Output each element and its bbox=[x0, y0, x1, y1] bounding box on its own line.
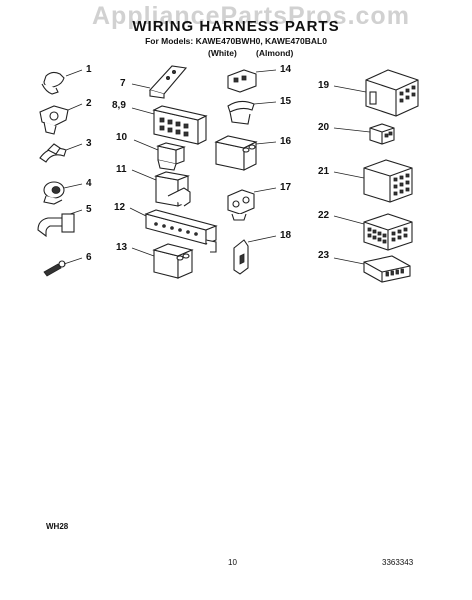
watermark: AppliancePartsPros.com bbox=[92, 2, 410, 30]
part-12-housing bbox=[129, 207, 218, 253]
callout-14: 14 bbox=[280, 64, 292, 75]
callout-22: 22 bbox=[318, 210, 330, 221]
part-13-plug bbox=[131, 243, 194, 279]
callout-16: 16 bbox=[280, 136, 292, 147]
part-4-grommet bbox=[43, 181, 83, 205]
part-16-plug bbox=[214, 135, 277, 171]
part-5-bracket bbox=[37, 209, 83, 238]
callout-3: 3 bbox=[86, 138, 92, 149]
color-almond-label: (Almond) bbox=[256, 48, 294, 58]
callout-10: 10 bbox=[116, 132, 128, 143]
document-number: 3363343 bbox=[382, 558, 414, 567]
part-21-connector-block bbox=[333, 159, 413, 203]
callout-8-9: 8,9 bbox=[112, 100, 126, 111]
page-number: 10 bbox=[228, 558, 237, 567]
callout-4: 4 bbox=[86, 178, 92, 189]
part-11-terminal-block bbox=[131, 169, 191, 207]
callout-23: 23 bbox=[318, 250, 330, 261]
callout-18: 18 bbox=[280, 230, 292, 241]
part-8-9-connector bbox=[131, 105, 208, 145]
callout-6: 6 bbox=[86, 252, 92, 263]
part-6-screw bbox=[43, 257, 83, 277]
callout-11: 11 bbox=[116, 164, 127, 175]
part-20-connector-small bbox=[333, 123, 395, 145]
part-18-bracket bbox=[233, 235, 277, 275]
part-14-connector bbox=[227, 69, 277, 93]
callout-2: 2 bbox=[86, 98, 92, 109]
callout-19: 19 bbox=[318, 80, 330, 91]
part-22-connector-grid bbox=[333, 213, 413, 251]
callout-15: 15 bbox=[280, 96, 292, 107]
callout-13: 13 bbox=[116, 242, 128, 253]
callout-21: 21 bbox=[318, 166, 330, 177]
model-list: For Models: KAWE470BWH0, KAWE470BAL0 bbox=[145, 36, 327, 46]
footer-code: WH28 bbox=[46, 522, 69, 531]
part-23-connector-strip bbox=[333, 255, 411, 283]
part-2-clamp bbox=[39, 103, 83, 135]
part-15-clip bbox=[227, 100, 277, 125]
part-7-strip bbox=[131, 65, 188, 99]
callout-20: 20 bbox=[318, 122, 330, 133]
part-1-clip bbox=[41, 69, 83, 95]
callout-5: 5 bbox=[86, 204, 92, 215]
callout-1: 1 bbox=[86, 64, 92, 75]
callout-7: 7 bbox=[120, 78, 126, 89]
part-3-tie bbox=[39, 143, 83, 163]
color-white-label: (White) bbox=[208, 48, 237, 58]
part-10-connector bbox=[133, 139, 186, 171]
page-title: WIRING HARNESS PARTS bbox=[132, 18, 340, 35]
callout-12: 12 bbox=[114, 202, 126, 213]
part-19-connector-large bbox=[333, 69, 419, 117]
part-17-terminal bbox=[227, 187, 277, 221]
callout-17: 17 bbox=[280, 182, 292, 193]
